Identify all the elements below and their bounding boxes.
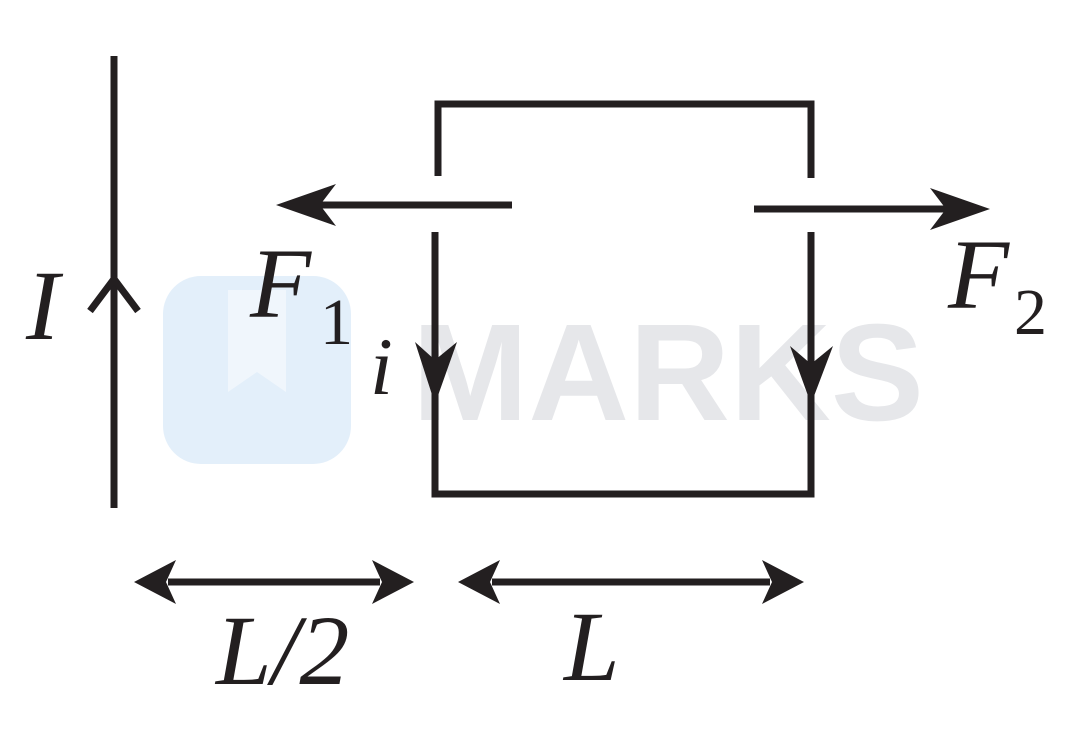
distance-gap-arrow [134,560,414,604]
force-f2-arrow [754,188,990,230]
wire-current-arrow-icon [87,273,141,314]
loop-top-segment [434,100,815,178]
force-f1-arrow [276,184,512,226]
watermark: MARKS [163,276,924,464]
loop-current-label: i [370,321,393,412]
straight-wire [87,56,141,508]
wire-current-label: I [25,250,64,361]
distance-side-arrow [458,560,804,604]
distance-side-label: L [562,591,620,702]
force-f1-arrowhead-icon [276,184,336,226]
force-f2-arrowhead-icon [930,188,990,230]
loop-right-current-arrow-icon [790,346,833,404]
force-f1-label: F [249,228,312,339]
distance-gap-label: L/2 [214,595,349,706]
loop-left-current-arrow-icon [415,342,457,404]
distance-side-left-arrowhead-icon [458,560,500,604]
distance-gap-left-arrowhead-icon [134,560,176,604]
watermark-logo-bookmark [228,290,286,392]
force-f2-subscript: 2 [1014,276,1047,349]
watermark-text: MARKS [412,296,924,450]
force-f2-label: F [947,219,1010,330]
distance-side-right-arrowhead-icon [762,560,804,604]
distance-gap-right-arrowhead-icon [372,560,414,604]
force-f1-subscript: 1 [320,286,353,359]
